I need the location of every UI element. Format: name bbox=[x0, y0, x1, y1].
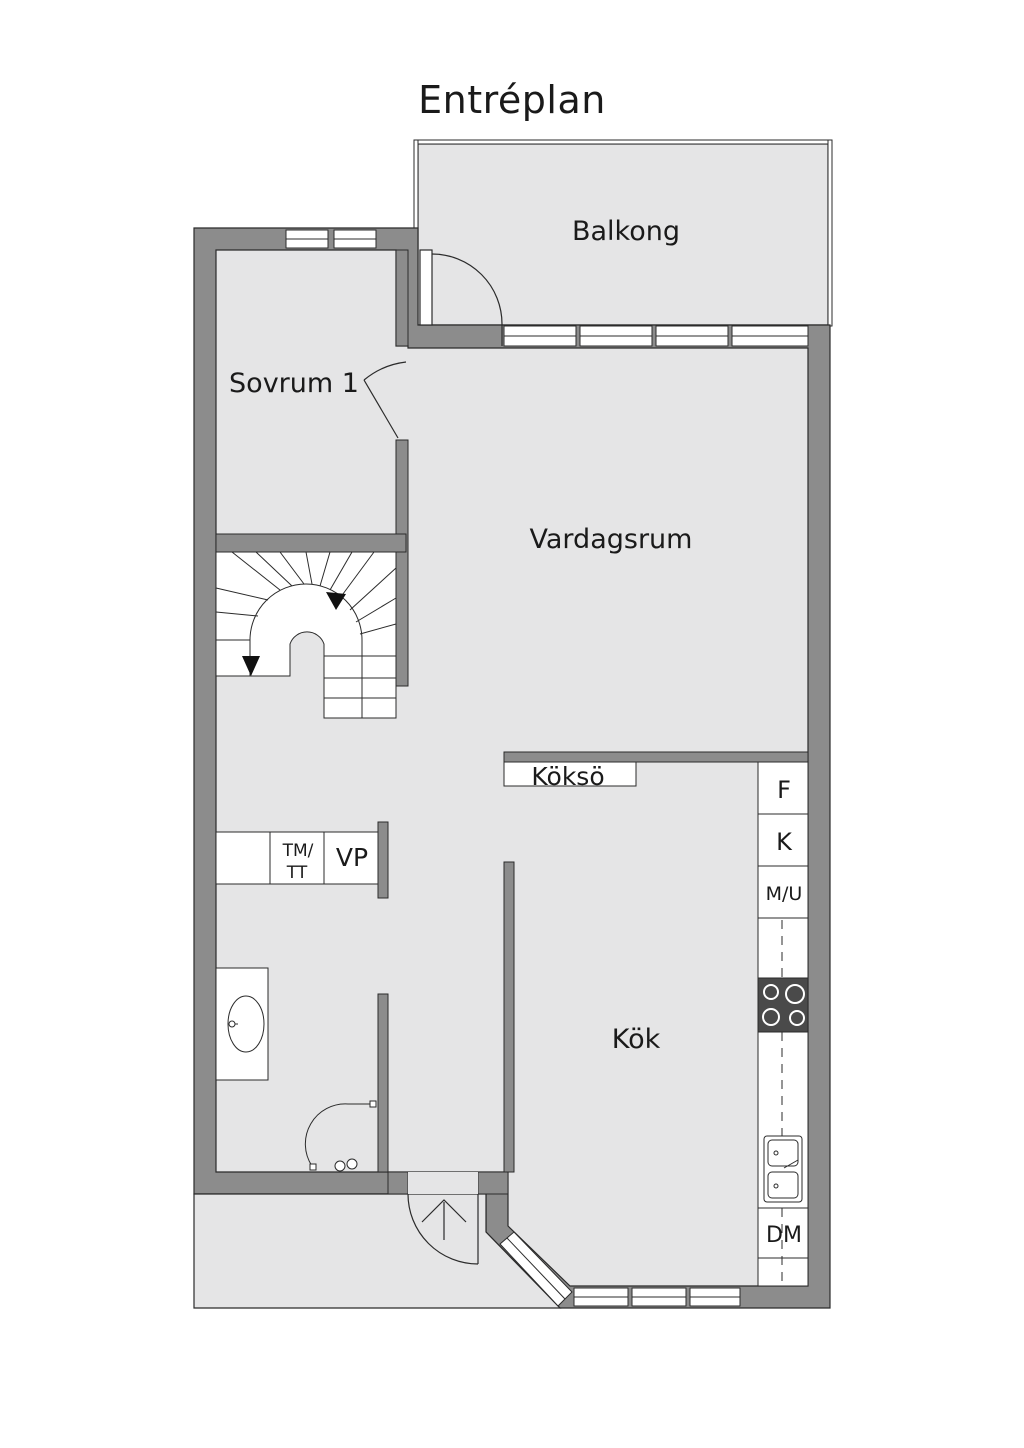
staircase bbox=[215, 551, 397, 719]
balcony-floor bbox=[417, 143, 829, 326]
wall-bedroom-bottom bbox=[215, 533, 407, 553]
appliance-dishwasher-label: DM bbox=[766, 1223, 802, 1248]
balcony-railing-left bbox=[413, 139, 419, 231]
balcony-door bbox=[419, 249, 503, 346]
appliance-washer-top-label: TM/ bbox=[282, 841, 314, 861]
stove bbox=[757, 977, 809, 1033]
bathroom-sink bbox=[215, 967, 269, 1081]
room-label-living: Vardagsrum bbox=[530, 524, 693, 555]
room-label-balcony: Balkong bbox=[572, 216, 680, 247]
window-bedroom bbox=[285, 229, 377, 249]
appliance-water-heater-label: VP bbox=[336, 843, 368, 872]
wall-hall-bottom-right bbox=[477, 1171, 509, 1195]
kitchen-sink bbox=[763, 1135, 803, 1203]
window-bay bbox=[499, 1231, 573, 1307]
balcony-railing bbox=[413, 139, 833, 145]
shower bbox=[304, 1100, 377, 1172]
page-title: Entréplan bbox=[418, 78, 606, 122]
kitchen-island bbox=[503, 761, 637, 787]
laundry-counter bbox=[215, 831, 379, 885]
room-label-island: Köksö bbox=[531, 762, 604, 791]
balcony-railing-right bbox=[827, 139, 833, 327]
wall-living-bottom bbox=[503, 751, 809, 763]
appliance-freezer-label: K bbox=[776, 828, 793, 856]
window-kitchen bbox=[573, 1287, 741, 1307]
appliance-microwave-oven-label: M/U bbox=[766, 883, 803, 905]
wall-bath-right bbox=[377, 993, 389, 1173]
room-label-bedroom: Sovrum 1 bbox=[229, 368, 359, 399]
appliance-fridge-label: F bbox=[777, 776, 791, 804]
stair-arrow-up bbox=[326, 592, 346, 610]
bedroom-door bbox=[363, 361, 407, 439]
wall-bedroom-right-lower bbox=[395, 439, 409, 687]
appliance-washer-bottom-label: TT bbox=[286, 863, 308, 883]
stair-arrow-down bbox=[242, 656, 260, 676]
wall-laundry-right bbox=[377, 821, 389, 899]
wall-kitchen-left bbox=[503, 861, 515, 1173]
wall-bedroom-right bbox=[395, 249, 409, 347]
wall-hall-bottom bbox=[387, 1171, 409, 1195]
entrance-door bbox=[407, 1172, 479, 1265]
room-label-kitchen: Kök bbox=[612, 1024, 661, 1055]
window-living bbox=[503, 325, 809, 347]
